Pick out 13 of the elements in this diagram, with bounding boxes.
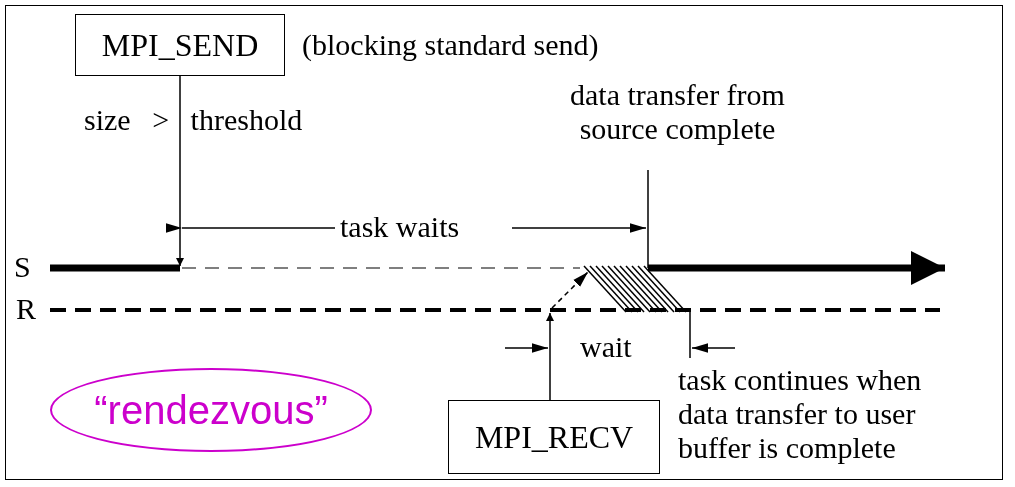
dimension-label: task waits (340, 210, 460, 244)
dimension-label: wait (580, 330, 632, 364)
event-note: task continues when data transfer to user buffer is complete (678, 363, 923, 465)
event-note: data transfer from source complete (570, 78, 785, 146)
lane-label: R (16, 292, 36, 326)
annotation-text: (blocking standard send) (302, 28, 599, 62)
oval-note: “rendezvous” (50, 368, 372, 452)
label-box: MPI_RECV (448, 400, 660, 474)
condition-label: size > threshold (84, 103, 303, 137)
connector-arrow (546, 312, 554, 401)
connector-arrow (176, 75, 184, 267)
lane-label: S (14, 250, 31, 284)
label-box: MPI_SEND (75, 14, 285, 76)
